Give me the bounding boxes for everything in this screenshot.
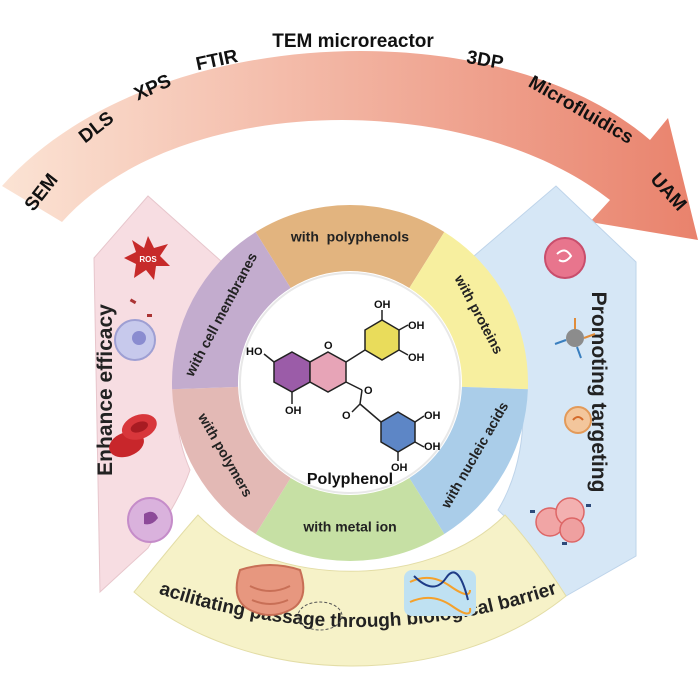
nanoparticle-ligand-icon [554,318,596,359]
panel-biological-barriers [133,514,567,667]
segment-with-polymers [172,386,291,534]
tumor-cells-icon [530,497,591,545]
segment-with-polyphenols-label: with polyphenols [290,229,409,245]
oh-label: OH [374,299,391,311]
technique-arrow [2,51,698,240]
ros-burst-icon: ROS [124,236,170,280]
label-promoting-targeting: Promoting targeting [587,292,610,493]
svg-text:ROS: ROS [139,255,157,264]
center-label-polyphenol: Polyphenol [307,471,393,488]
oxygen-label: O [324,340,333,352]
bacterium-icon [564,406,592,434]
segment-with-polyphenols [255,204,445,289]
oh-label: OH [408,320,425,332]
hydrogel-network-icon [404,570,476,616]
oh-label: OH [285,405,302,417]
interaction-ring [172,204,528,562]
segment-with-proteins [409,232,528,390]
oh-label: OH [391,462,408,474]
macrophage-cell-icon [127,497,173,543]
red-blood-cells-icon [109,414,157,458]
segment-with-metal-ion-label: with metal ion [302,519,396,535]
oxygen-label: O [342,410,351,422]
virus-icon [544,237,586,279]
ho-label: HO [246,346,263,358]
oh-label: OH [424,410,441,422]
label-enhance-efficacy: Enhance efficacy [94,304,117,476]
oxygen-label: O [364,385,373,397]
polyphenol-structure-icon: OH OH OH OH OH OH OH HO O O O [246,299,441,474]
segment-with-metal-ion [255,477,445,562]
technique-tem-microreactor: TEM microreactor [272,31,434,52]
intestine-icon [235,564,343,631]
center-circle [239,272,461,494]
oh-label: OH [408,352,425,364]
segment-with-nucleic-acids [409,386,528,534]
immune-cell-icon [114,298,156,361]
segment-with-cell-membranes [172,232,291,390]
oh-label: OH [424,441,441,453]
